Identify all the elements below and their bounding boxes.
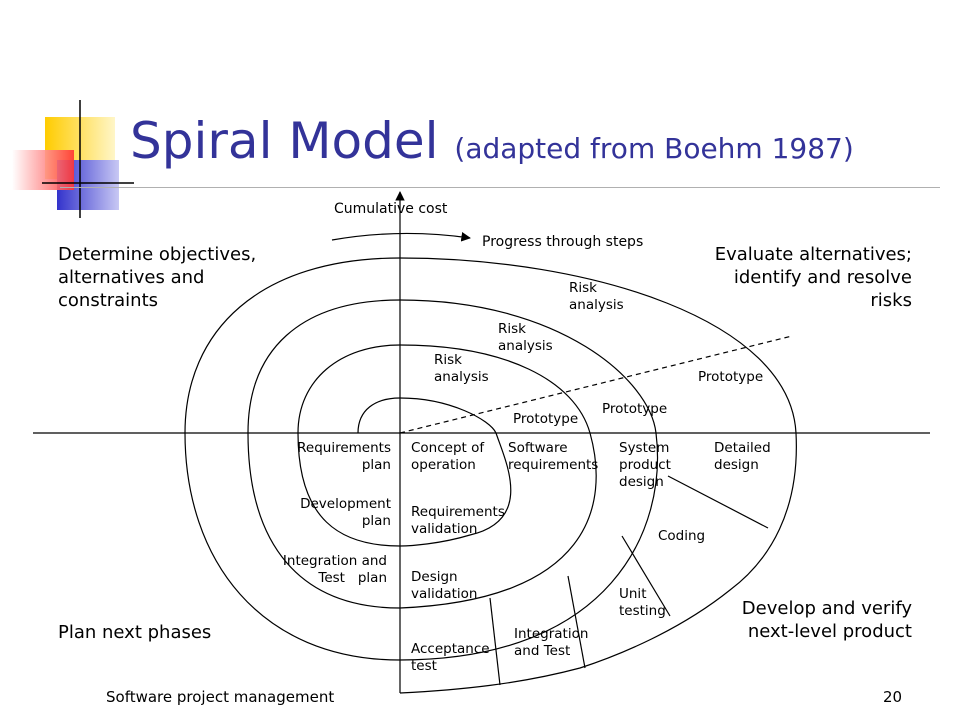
prototype-label-3: Prototype — [698, 369, 764, 385]
footer-text: Software project management — [106, 688, 335, 706]
quadrant-bottom-left-text: Plan next phases — [58, 622, 212, 643]
quadrant-top-right-text: Evaluate alternatives; identify and reso… — [715, 243, 912, 312]
prototype-label-2: Prototype — [602, 401, 668, 417]
quadrant-top-right-label: Evaluate alternatives; identify and reso… — [714, 244, 912, 311]
development-plan-label: Development plan — [300, 496, 391, 529]
title-main: Spiral Model — [130, 112, 439, 170]
integration-and-test-label: Integration and Test — [514, 626, 589, 659]
quadrant-top-left-label: Determine objectives, alternatives and c… — [58, 244, 257, 311]
risk-analysis-label-3: Risk analysis — [569, 280, 624, 313]
prototype-label-1: Prototype — [513, 411, 579, 427]
coding-label: Coding — [658, 528, 706, 544]
requirements-validation-label: Requirements validation — [411, 504, 505, 537]
progress-arrow — [331, 232, 471, 242]
page-number: 20 — [883, 688, 903, 706]
requirements-plan-label: Requirements plan — [297, 440, 391, 473]
quadrant-bottom-right-text: Develop and verify next-level product — [742, 597, 912, 643]
risk-analysis-label-2: Risk analysis — [498, 321, 553, 354]
integration-test-plan-label: Integration and Test plan — [282, 553, 387, 586]
risk-analysis-label-1: Risk analysis — [434, 352, 489, 385]
quadrant-top-left-text: Determine objectives, alternatives and c… — [58, 243, 256, 312]
page-title: Spiral Model (adapted from Boehm 1987) — [130, 112, 854, 170]
concept-of-operation-label: Concept of operation — [411, 440, 485, 473]
quadrant-bottom-right-label: Develop and verify next-level product — [741, 598, 912, 642]
acceptance-test-label: Acceptance test — [411, 641, 490, 674]
tick-unit-testing — [621, 535, 671, 617]
unit-testing-label: Unit testing — [619, 586, 666, 619]
tick-integration-test — [567, 575, 586, 669]
tick-coding — [667, 475, 769, 529]
design-validation-label: Design validation — [411, 569, 478, 602]
detailed-design-label: Detailed design — [714, 440, 771, 473]
vertical-axis-label: Cumulative cost — [334, 201, 448, 217]
software-requirements-label: Software requirements — [508, 440, 599, 473]
title-divider — [60, 187, 940, 188]
system-product-design-label: System product design — [619, 440, 671, 490]
spiral-curve — [184, 257, 797, 694]
title-subtitle: (adapted from Boehm 1987) — [454, 132, 854, 165]
prototype-divider — [399, 335, 793, 434]
progress-arrow-label: Progress through steps — [482, 234, 644, 250]
tick-acceptance — [489, 597, 501, 686]
